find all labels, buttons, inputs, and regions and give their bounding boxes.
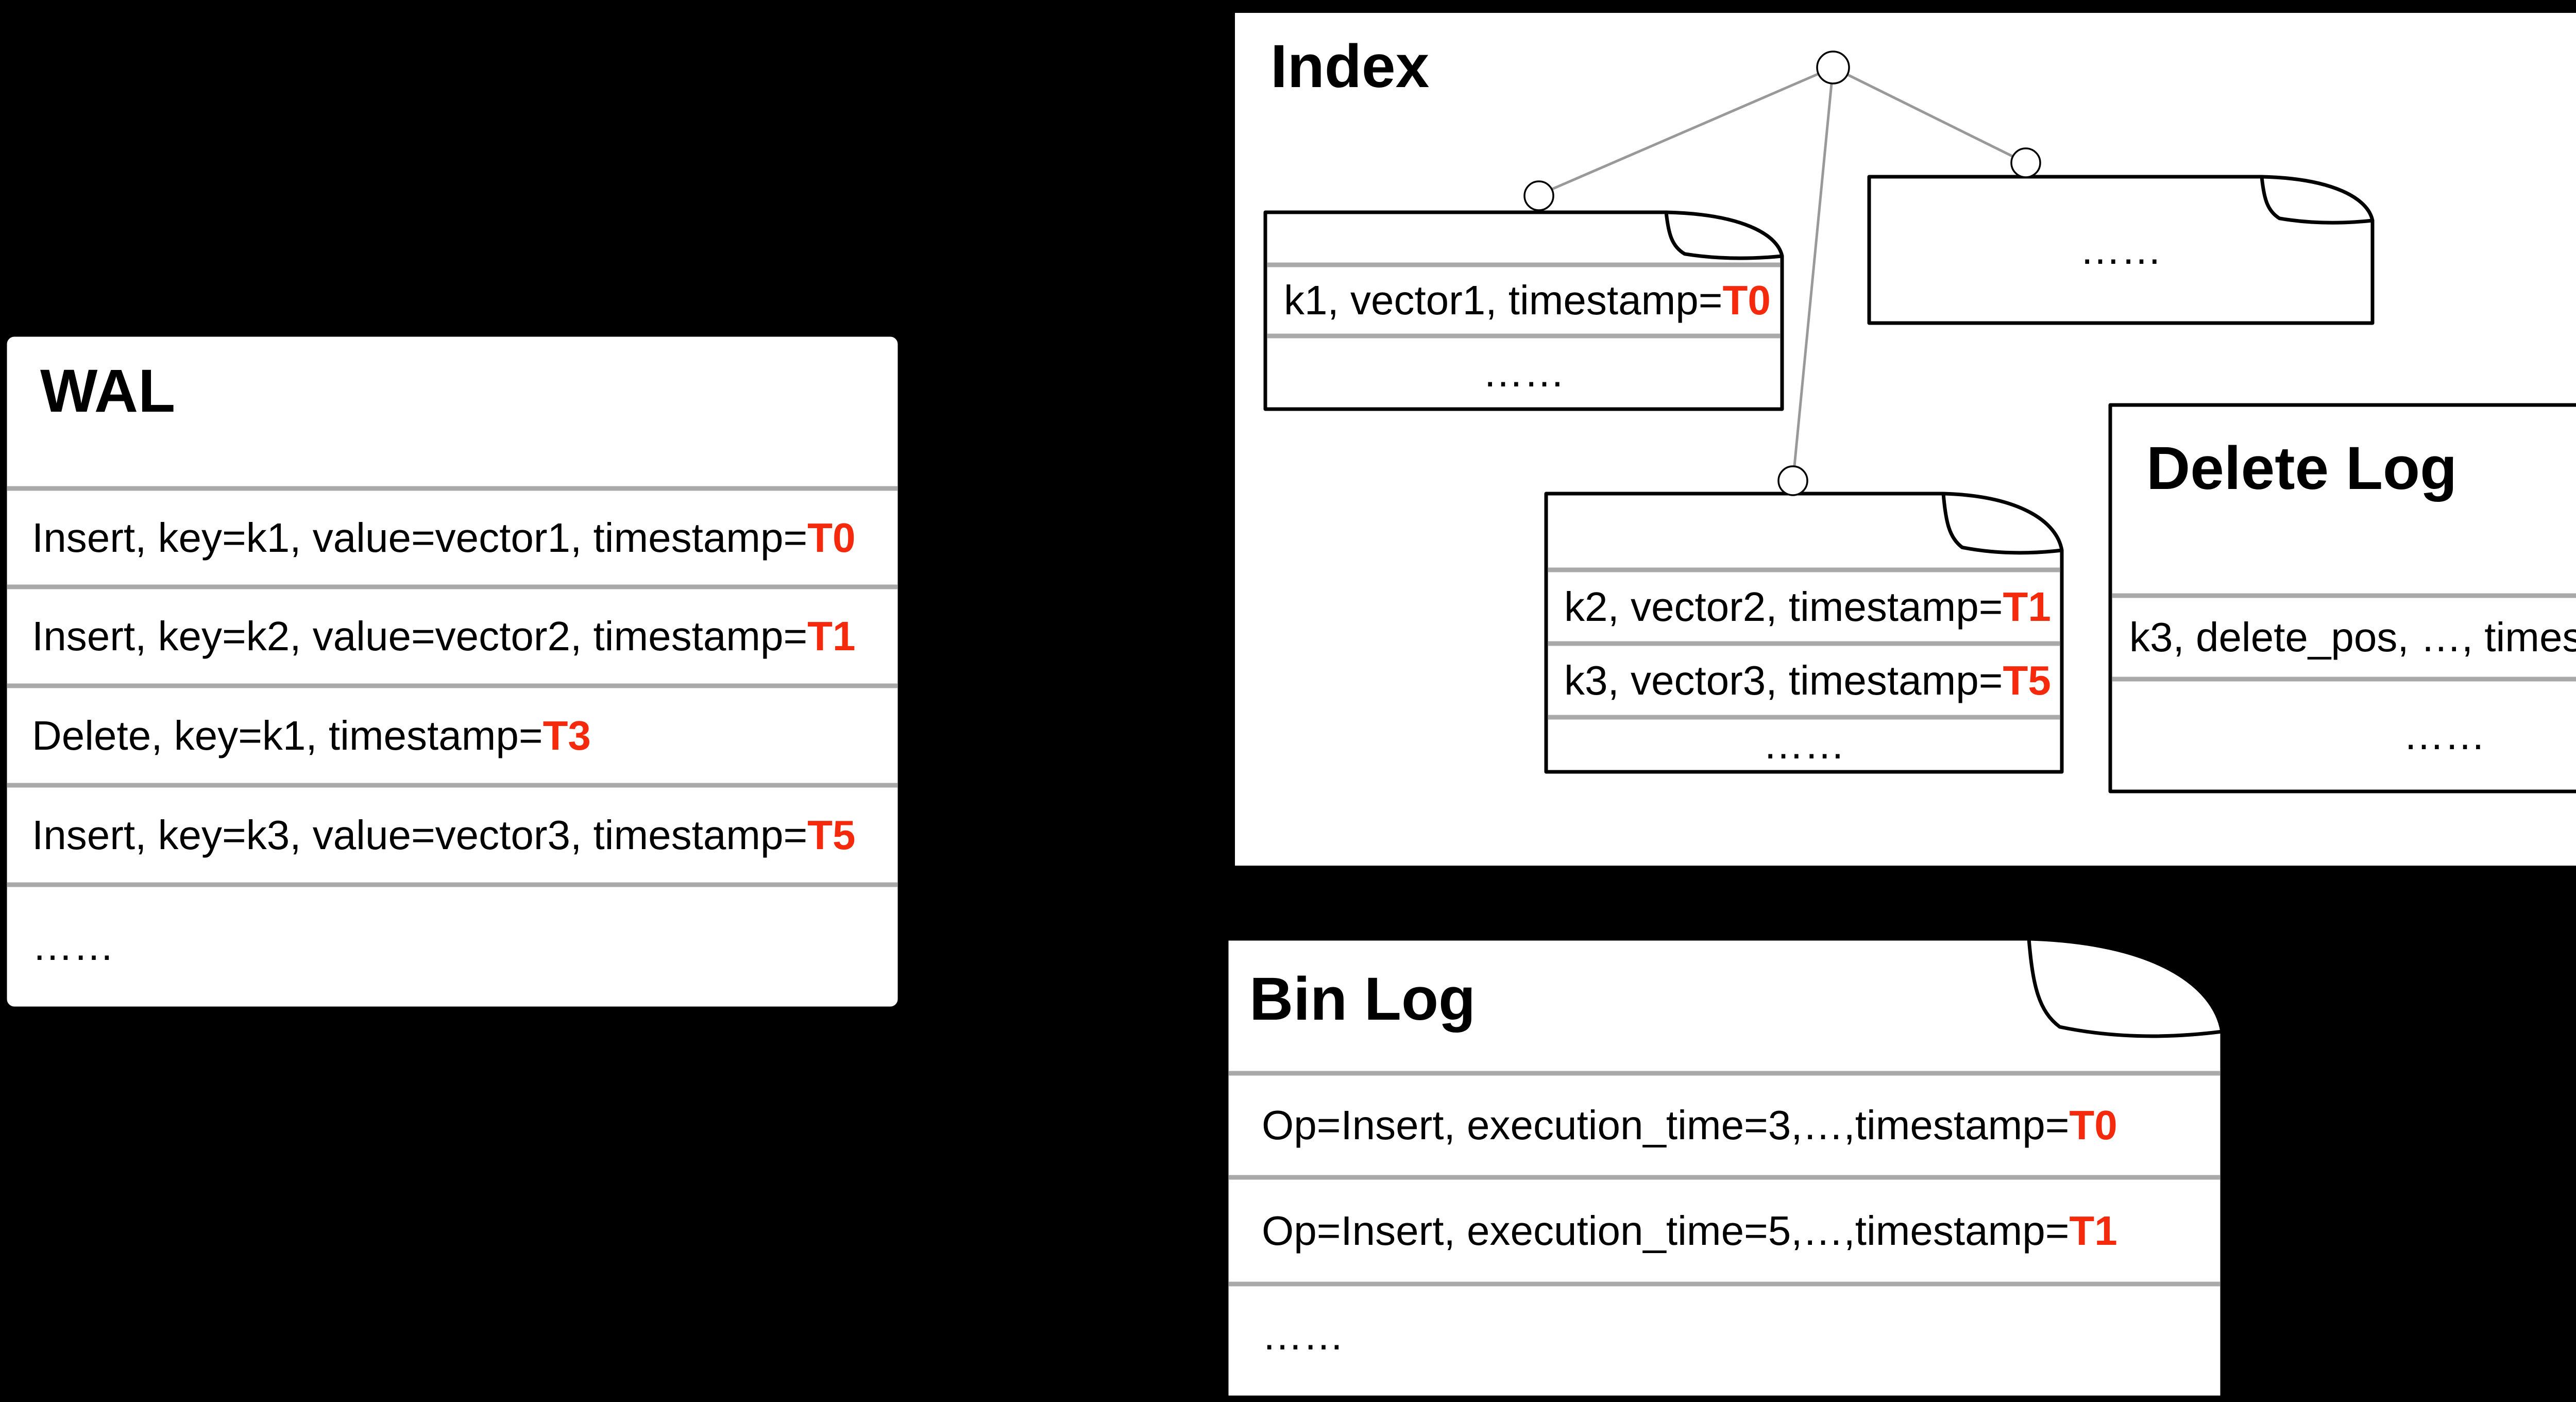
delete-log-ellipsis: …… [2403, 712, 2486, 758]
timestamp-badge: T3 [543, 712, 591, 758]
wal-row: …… [32, 885, 114, 1007]
tree-right-node [2010, 147, 2041, 178]
index-leaf2-page [1867, 175, 2375, 325]
index-leaf1-row-text: k1, vector1, timestamp= [1284, 277, 1723, 323]
timestamp-badge: T1 [2003, 583, 2051, 630]
index-leaf1-page [1263, 210, 1784, 411]
timestamp-badge: T0 [807, 514, 856, 561]
tree-edge-root-left [1538, 66, 1834, 196]
wal-row: Insert, key=k2, value=vector2, timestamp… [32, 587, 856, 686]
timestamp-badge: T1 [2069, 1207, 2117, 1254]
bin-log-row-text: Op=Insert, execution_time=5,…,timestamp= [1262, 1207, 2070, 1254]
index-leaf3-row-text: k3, vector3, timestamp= [1564, 657, 2003, 703]
wal-box [5, 335, 900, 1008]
wal-row-text: …… [32, 923, 114, 969]
bin-log-ellipsis: …… [1262, 1312, 1344, 1358]
wal-row: Delete, key=k1, timestamp=T3 [32, 686, 591, 785]
wal-row: Insert, key=k1, value=vector1, timestamp… [32, 488, 856, 587]
bin-log-title: Bin Log [1249, 965, 1476, 1033]
wal-row-text: Insert, key=k1, value=vector1, timestamp… [32, 514, 808, 561]
index-leaf3-row: k2, vector2, timestamp=T1 [1564, 570, 2051, 644]
timestamp-badge: T0 [2069, 1102, 2117, 1148]
index-title: Index [1270, 32, 1430, 100]
tree-edge-root-right [1832, 66, 2027, 164]
delete-log-title: Delete Log [2146, 434, 2458, 502]
index-leaf3-ellipsis: …… [1762, 721, 1845, 767]
tree-root-node [1816, 50, 1850, 85]
tree-left-node [1523, 180, 1554, 211]
index-leaf1-ellipsis: …… [1482, 349, 1565, 395]
index-leaf1-fold-crease [1664, 210, 1784, 260]
tree-edge-root-middle [1791, 67, 1835, 482]
delete-log-row-text: k3, delete_pos, …, timestamp= [2129, 614, 2576, 660]
index-leaf3-fold-crease [1941, 492, 2064, 555]
index-leaf2-fold-crease [2260, 175, 2375, 225]
index-leaf1-row: k1, vector1, timestamp=T0 [1284, 265, 1771, 336]
timestamp-badge: T5 [807, 812, 856, 858]
timestamp-badge: T5 [2003, 657, 2051, 703]
wal-row-text: Insert, key=k2, value=vector2, timestamp… [32, 613, 808, 659]
delete-log-page [2108, 403, 2576, 793]
timestamp-badge: T0 [1722, 277, 1771, 323]
bin-log-fold-crease [2027, 937, 2224, 1038]
wal-row-text: Delete, key=k1, timestamp= [32, 712, 543, 758]
index-leaf2-ellipsis: …… [2079, 227, 2162, 273]
delete-log-row: k3, delete_pos, …, timestamp=T3 [2129, 596, 2576, 679]
tree-middle-node [1777, 465, 1808, 496]
wal-row: Insert, key=k3, value=vector3, timestamp… [32, 785, 856, 885]
bin-log-row: Op=Insert, execution_time=3,…,timestamp=… [1262, 1073, 2117, 1177]
wal-row-text: Insert, key=k3, value=vector3, timestamp… [32, 812, 808, 858]
wal-title: WAL [40, 357, 176, 425]
index-leaf3-row: k3, vector3, timestamp=T5 [1564, 644, 2051, 717]
bin-log-row-text: Op=Insert, execution_time=3,…,timestamp= [1262, 1102, 2070, 1148]
index-leaf3-row-text: k2, vector2, timestamp= [1564, 583, 2003, 630]
timestamp-badge: T1 [807, 613, 856, 659]
bin-log-row: Op=Insert, execution_time=5,…,timestamp=… [1262, 1177, 2117, 1284]
